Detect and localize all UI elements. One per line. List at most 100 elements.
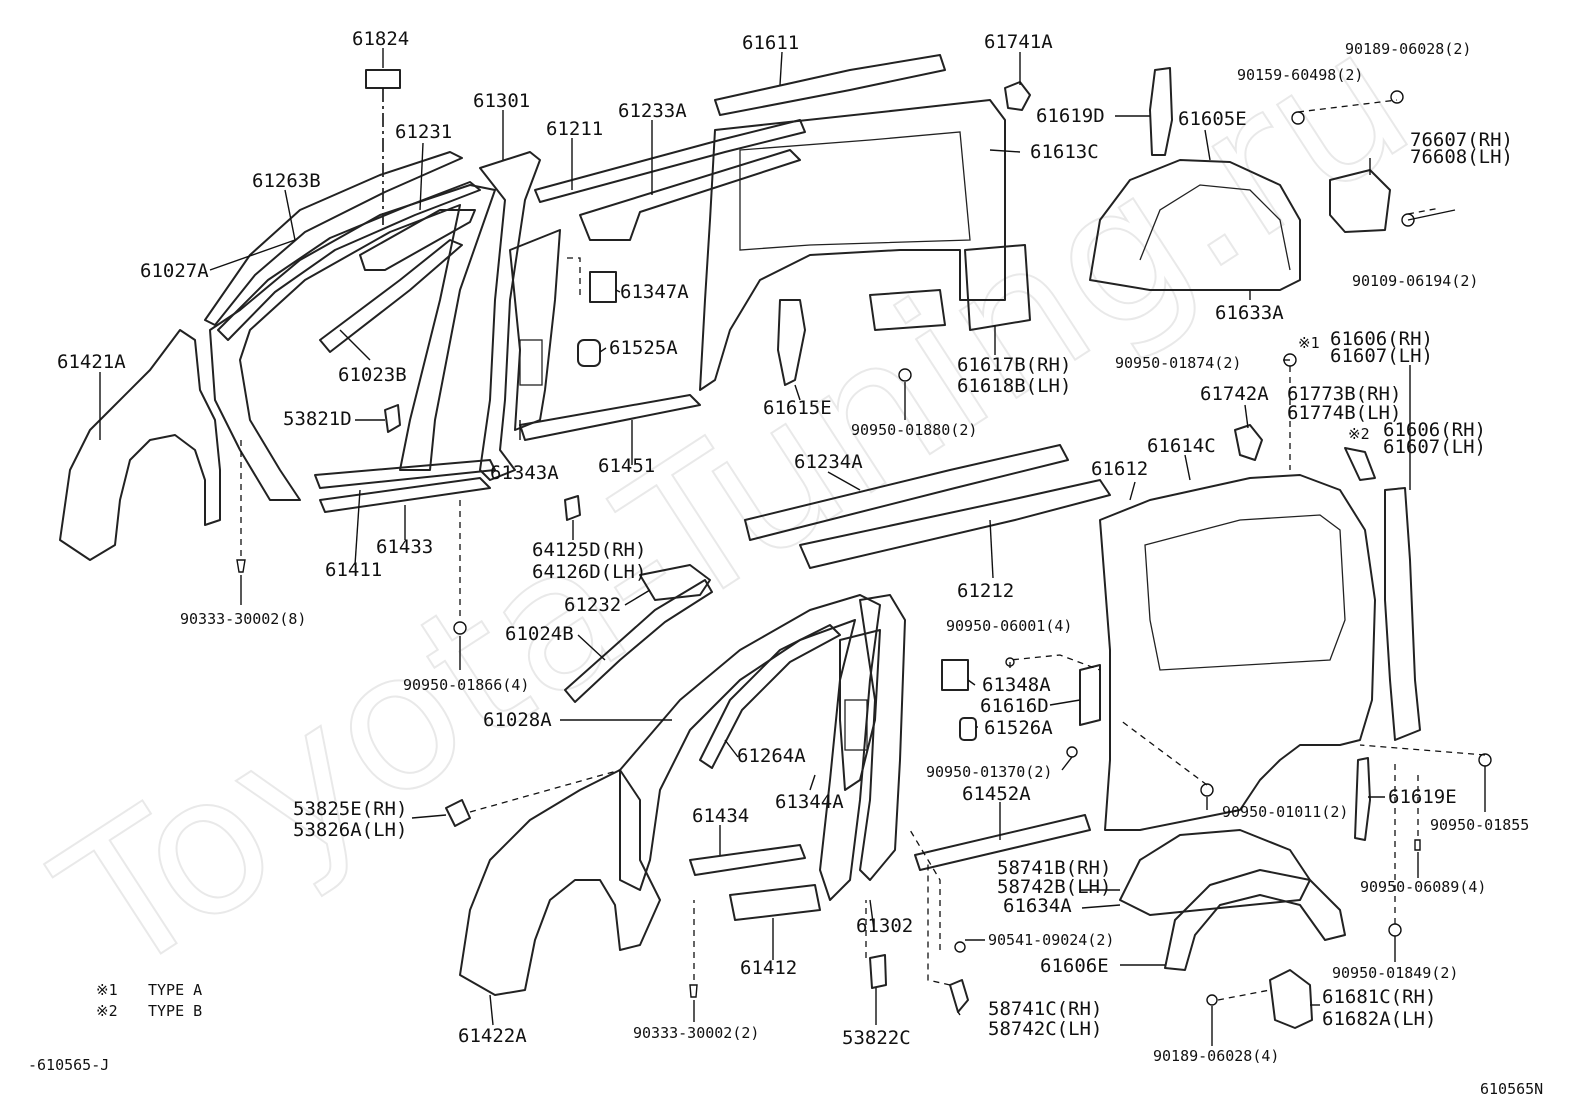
label-90950-06001: 90950-06001(4) — [946, 617, 1072, 635]
label-61027A: 61027A — [140, 260, 209, 282]
nut-90950-01011 — [1200, 783, 1214, 797]
part-61741A-shape — [1004, 81, 1031, 111]
label-61619D: 61619D — [1036, 105, 1105, 127]
part-61343A-shape — [509, 229, 561, 431]
label-61741A: 61741A — [984, 31, 1053, 53]
label-53826A: 53826A(LH) — [293, 819, 407, 841]
label-61682A: 61682A(LH) — [1322, 1008, 1436, 1030]
dashed-guides — [240, 99, 1486, 1001]
label-61234A: 61234A — [794, 451, 863, 473]
part-61526A-shape — [959, 717, 977, 741]
part-61023B-shape — [319, 239, 463, 353]
part-61343A-hole — [519, 339, 543, 386]
part-64125D-shape — [564, 495, 581, 521]
part-61302-shape — [859, 594, 906, 881]
part-61525A-shape — [577, 339, 601, 367]
part-53821D-shape — [384, 404, 401, 433]
label-61301: 61301 — [473, 90, 530, 112]
label-53821D: 53821D — [283, 408, 352, 430]
label-90950-01849: 90950-01849(2) — [1332, 964, 1458, 982]
label-90950-01370: 90950-01370(2) — [926, 763, 1052, 781]
label-61023B: 61023B — [338, 364, 407, 386]
part-61681C-shape — [1269, 969, 1313, 1029]
nut-90950-01880 — [898, 368, 912, 382]
label-61347A: 61347A — [620, 281, 689, 303]
label-61421A: 61421A — [57, 351, 126, 373]
part-61773B-shape — [1344, 447, 1376, 481]
part-61024B-shape — [564, 579, 713, 703]
part-61233A-shape — [579, 149, 801, 241]
part-61411-shape — [314, 459, 496, 489]
screw-90159 — [1291, 111, 1305, 125]
part-61263B-shape — [204, 151, 463, 326]
label-76607: 76607(RH) — [1410, 129, 1513, 151]
part-labels: 61824 61231 61263B 61027A 61421A 61023B … — [57, 28, 1529, 1065]
label-90950-01866: 90950-01866(4) — [403, 676, 529, 694]
label-90950-01874: 90950-01874(2) — [1115, 354, 1241, 372]
part-61421A-shape — [59, 329, 221, 561]
part-61742A-shape — [1234, 424, 1263, 461]
label-61526A: 61526A — [984, 717, 1053, 739]
label-61264A: 61264A — [737, 745, 806, 767]
label-61607-2: 61607(LH) — [1383, 436, 1486, 458]
part-61422A-shape — [459, 769, 661, 996]
label-61606-1: 61606(RH) — [1330, 328, 1433, 350]
part-61211-shape — [534, 119, 806, 203]
part-53825E-shape — [445, 799, 471, 827]
label-61773B: 61773B(RH) — [1287, 383, 1401, 405]
part-61231-shape — [359, 209, 476, 271]
label-90109: 90109-06194(2) — [1352, 272, 1478, 290]
part-61633A-shape — [1089, 159, 1301, 291]
label-61605E: 61605E — [1178, 108, 1247, 130]
legend-mark-b: ※2 — [96, 1002, 118, 1020]
label-61433: 61433 — [376, 536, 433, 558]
part-61301-shape — [479, 151, 541, 481]
watermark: Toyota-Tuning.ru — [23, 0, 1445, 1018]
label-61611: 61611 — [742, 32, 799, 54]
label-61211: 61211 — [546, 118, 603, 140]
part-61344A-hole — [844, 699, 868, 751]
label-61263B: 61263B — [252, 170, 321, 192]
label-61824: 61824 — [352, 28, 409, 50]
part-61824-shape — [365, 69, 401, 89]
label-90333-2: 90333-30002(2) — [633, 1024, 759, 1042]
label-61634A: 61634A — [1003, 895, 1072, 917]
label-61613C: 61613C — [1030, 141, 1099, 163]
label-61422A: 61422A — [458, 1025, 527, 1047]
label-61614C: 61614C — [1147, 435, 1216, 457]
mark-type-a: ※1 — [1298, 334, 1320, 352]
clip-90333-upper — [236, 559, 246, 573]
part-61027A-shape — [217, 181, 481, 341]
label-61612: 61612 — [1091, 458, 1148, 480]
label-64125D: 64125D(RH) — [532, 539, 646, 561]
label-61452A: 61452A — [962, 783, 1031, 805]
bolt-90189-top — [1390, 90, 1404, 104]
part-61614C-window — [1144, 514, 1346, 671]
part-61613C-shape — [699, 99, 1006, 391]
label-61233A: 61233A — [618, 100, 687, 122]
label-61344A: 61344A — [775, 791, 844, 813]
legend-mark-a: ※1 — [96, 981, 118, 999]
label-61616D: 61616D — [980, 695, 1049, 717]
label-90950-06089: 90950-06089(4) — [1360, 878, 1486, 896]
label-61232: 61232 — [564, 594, 621, 616]
part-61619D-shape — [1149, 67, 1173, 156]
label-90189-top: 90189-06028(2) — [1345, 40, 1471, 58]
part-61606-shape — [1384, 487, 1421, 741]
label-90541: 90541-09024(2) — [988, 931, 1114, 949]
legend: ※1 TYPE A ※2 TYPE B — [96, 981, 202, 1020]
label-61774B: 61774B(LH) — [1287, 402, 1401, 424]
label-61343A: 61343A — [490, 462, 559, 484]
part-61434-shape — [689, 844, 806, 876]
upper-assembly-drawing — [59, 54, 1391, 561]
label-58741B: 58741B(RH) — [997, 857, 1111, 879]
label-90159: 90159-60498(2) — [1237, 66, 1363, 84]
figure-code-right: 610565N — [1480, 1080, 1543, 1098]
label-61434: 61434 — [692, 805, 749, 827]
label-61231: 61231 — [395, 121, 452, 143]
part-61606E-shape — [1164, 869, 1346, 971]
part-quarter-inner-shape — [869, 289, 946, 331]
label-61633A: 61633A — [1215, 302, 1284, 324]
part-61451-shape — [519, 394, 701, 441]
label-90189-bottom: 90189-06028(4) — [1153, 1047, 1279, 1065]
